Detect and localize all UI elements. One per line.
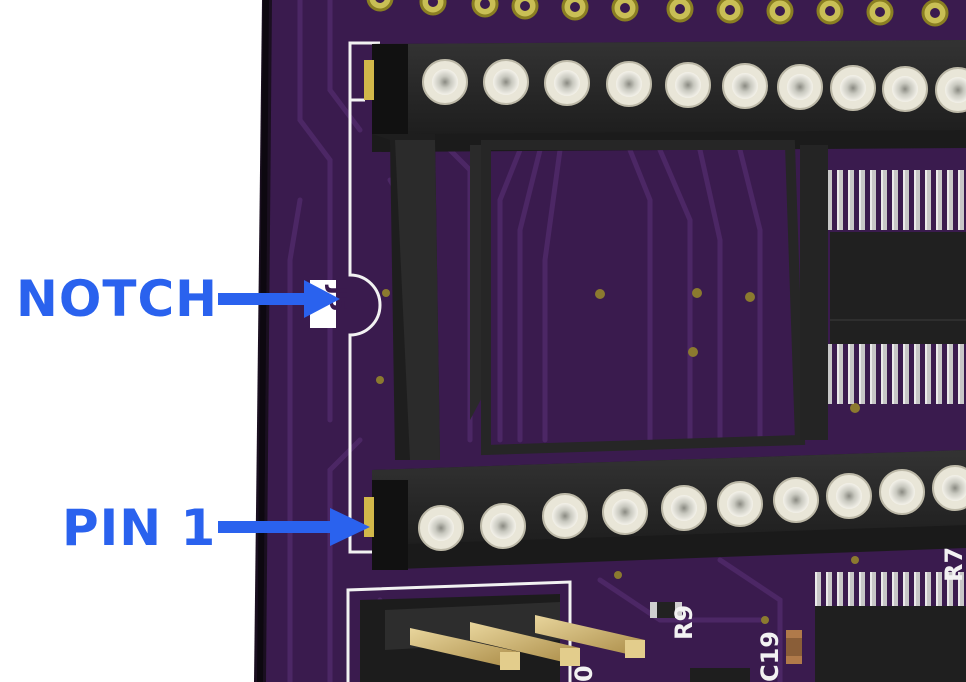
socket-bottom-row-holes [418, 465, 966, 551]
socket-top-row-holes [422, 59, 966, 113]
notch-arrow [218, 280, 340, 318]
soic-chip-upper [828, 170, 966, 404]
vias [376, 288, 860, 624]
r9-label: R9 [670, 605, 698, 640]
pin1-arrow [218, 508, 370, 546]
smd-part-bottom [690, 668, 750, 682]
c19-label: C19 [756, 631, 784, 682]
pin1-annotation-label: PIN 1 [62, 499, 217, 557]
soic-chip-lower: R7 [815, 547, 966, 682]
top-header-pads [366, 0, 949, 27]
resistor-r9: R9 [650, 602, 698, 640]
notch-annotation-label: NOTCH [16, 270, 218, 328]
silkscreen-outline [348, 41, 382, 554]
partial-ref-label: 0 [570, 665, 598, 682]
header-pins [410, 615, 645, 670]
capacitor-c19: C19 [756, 630, 802, 682]
right-angle-header [346, 580, 645, 682]
r7-label: R7 [940, 547, 966, 582]
